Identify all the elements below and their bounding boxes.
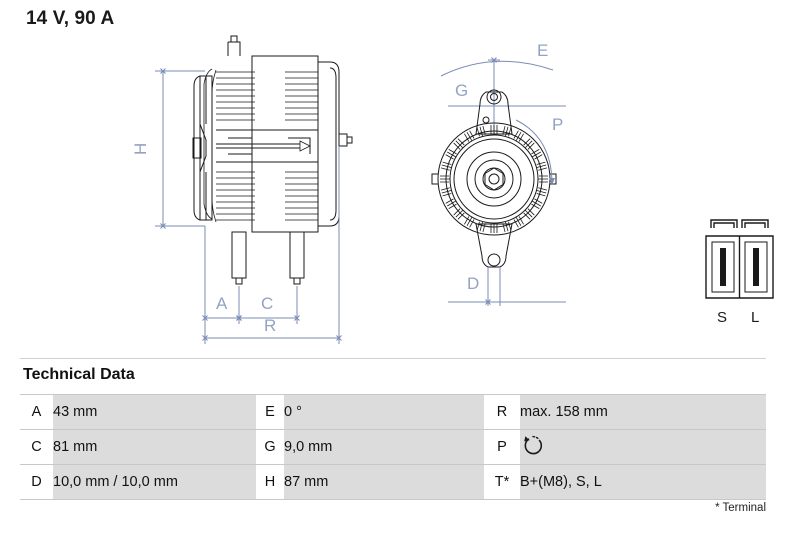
dimension-E: E bbox=[440, 41, 554, 77]
table-row: A 43 mm E 0 ° R max. 158 mm bbox=[20, 394, 766, 430]
dimension-label-A: A bbox=[216, 294, 228, 313]
row-key-R: R bbox=[484, 394, 520, 430]
dimension-label-G: G bbox=[455, 81, 468, 100]
row-value-D: 10,0 mm / 10,0 mm bbox=[53, 464, 256, 500]
row-value-R: max. 158 mm bbox=[520, 394, 766, 430]
page-title: 14 V, 90 A bbox=[26, 8, 115, 29]
row-key-G: G bbox=[256, 429, 284, 465]
alternator-front-view: E G bbox=[431, 41, 566, 306]
row-key-D: D bbox=[20, 464, 53, 500]
dimension-label-C: C bbox=[261, 294, 273, 313]
row-key-E: E bbox=[256, 394, 284, 430]
terminal-footnote: * Terminal bbox=[715, 502, 766, 514]
dimension-D: D bbox=[448, 267, 566, 306]
dimension-H: H bbox=[131, 68, 205, 229]
pulley bbox=[192, 75, 213, 221]
row-value-H: 87 mm bbox=[284, 464, 484, 500]
dimension-label-P: P bbox=[552, 115, 563, 134]
row-key-T: T* bbox=[484, 464, 520, 500]
row-key-P: P bbox=[484, 429, 520, 465]
technical-drawing-svg: .ln { stroke:#1a1a1a; stroke-width:1; fi… bbox=[131, 35, 774, 344]
row-key-A: A bbox=[20, 394, 53, 430]
technical-data-table-wrap: A 43 mm E 0 ° R max. 158 mm C 81 mm G 9,… bbox=[20, 394, 766, 500]
row-value-G: 9,0 mm bbox=[284, 429, 484, 465]
table-row: C 81 mm G 9,0 mm P bbox=[20, 429, 766, 465]
connector-pin-label-S: S bbox=[717, 309, 727, 326]
dimension-label-D: D bbox=[467, 274, 479, 293]
cooling-fins bbox=[203, 68, 318, 223]
dimension-A-C: A C bbox=[202, 278, 300, 324]
row-value-P bbox=[520, 429, 766, 465]
row-key-C: C bbox=[20, 429, 53, 465]
row-value-A: 43 mm bbox=[53, 394, 256, 430]
row-key-H: H bbox=[256, 464, 284, 500]
dimension-label-E: E bbox=[537, 41, 548, 60]
table-row: D 10,0 mm / 10,0 mm H 87 mm T* B+(M8), S… bbox=[20, 464, 766, 500]
row-value-C: 81 mm bbox=[53, 429, 256, 465]
technical-drawing-area: .ln { stroke:#1a1a1a; stroke-width:1; fi… bbox=[0, 34, 786, 352]
row-value-T: B+(M8), S, L bbox=[520, 464, 766, 500]
connector-pin-label-L: L bbox=[751, 309, 759, 326]
dimension-label-R: R bbox=[264, 316, 276, 335]
alternator-side-view: H bbox=[131, 35, 353, 344]
counterclockwise-rotation-icon bbox=[520, 434, 546, 460]
technical-data-table: A 43 mm E 0 ° R max. 158 mm C 81 mm G 9,… bbox=[20, 394, 766, 500]
dimension-label-H: H bbox=[131, 143, 150, 155]
technical-data-heading: Technical Data bbox=[23, 366, 135, 383]
dimension-G: G bbox=[448, 81, 566, 107]
dimension-P: P bbox=[515, 115, 563, 185]
section-divider bbox=[20, 358, 766, 359]
row-value-E: 0 ° bbox=[284, 394, 484, 430]
dimension-R: R bbox=[202, 146, 342, 344]
stator-fins bbox=[440, 125, 548, 233]
connector-plug-diagram: S L bbox=[705, 219, 774, 326]
